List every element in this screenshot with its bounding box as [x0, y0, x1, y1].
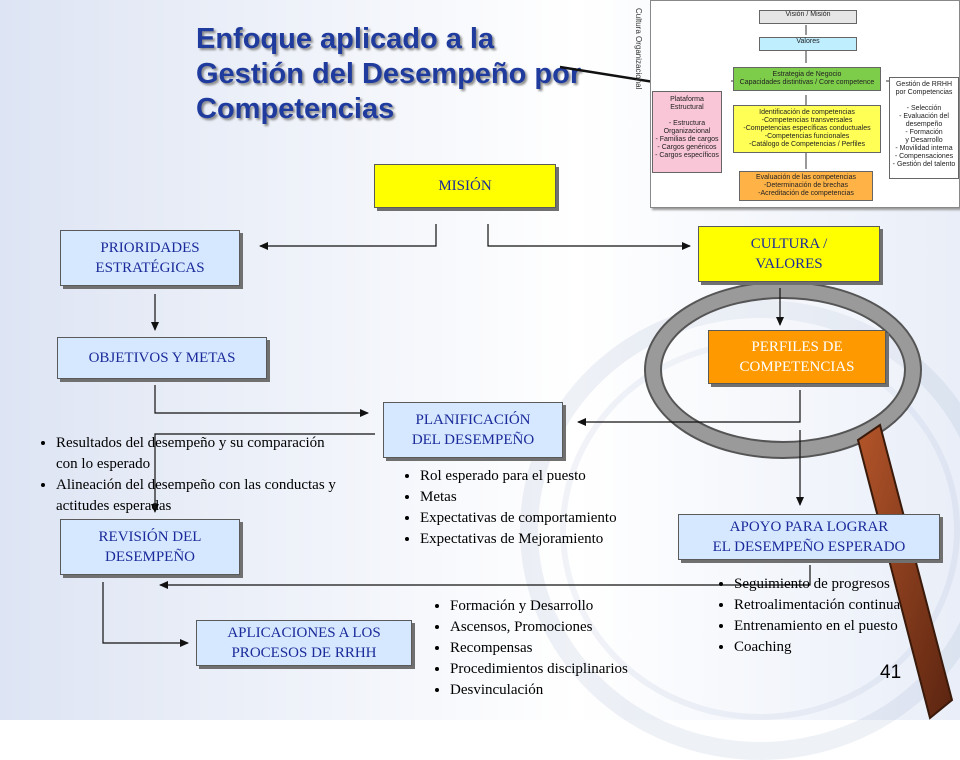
inset-diagram: Visión / Misión Valores Estrategia de Ne…	[650, 0, 960, 208]
apoyo-bullets: Seguimiento de progresos Retroalimentaci…	[718, 574, 960, 658]
inset-label: - Cargos genéricos	[657, 144, 717, 151]
perfiles-box: PERFILES DE COMPETENCIAS	[708, 330, 886, 384]
planificacion-bullets: Rol esperado para el puesto Metas Expect…	[404, 466, 700, 550]
box-label: PLANIFICACIÓN	[415, 412, 531, 428]
inset-label: - Cargos específicos	[655, 152, 719, 159]
inset-evaluacion-box: Evaluación de las competencias -Determin…	[739, 171, 873, 201]
inset-label: - Estructura	[668, 120, 706, 127]
box-label: ESTRATÉGICAS	[95, 260, 205, 276]
box-label: MISIÓN	[438, 178, 492, 194]
list-item: Ascensos, Promociones	[450, 617, 710, 638]
list-item: Expectativas de comportamiento	[420, 508, 700, 529]
revision-bullets: Resultados del desempeño y su comparació…	[40, 433, 346, 517]
inset-plataforma-box: Plataforma Estructural - Estructura Orga…	[652, 91, 722, 173]
inset-estrategia-box: Estrategia de Negocio Capacidades distin…	[733, 67, 881, 91]
inset-label: Gestión de RRHH	[895, 81, 953, 88]
list-item: Seguimiento de progresos	[734, 574, 960, 595]
box-label: DESEMPEÑO	[104, 549, 195, 565]
inset-label: desempeño	[905, 121, 943, 128]
title-line-1: Enfoque aplicado a la	[196, 23, 495, 55]
box-label: REVISIÓN DEL	[98, 529, 202, 545]
inset-label	[653, 112, 721, 120]
inset-valores-box: Valores	[759, 37, 857, 51]
inset-label: - Familias de cargos	[655, 136, 719, 143]
inset-label: por Competencias	[895, 89, 953, 96]
inset-label: - Evaluación del	[899, 113, 949, 120]
inset-label: Capacidades distintivas / Core competenc…	[739, 79, 875, 86]
box-label: APLICACIONES A LOS	[227, 625, 381, 641]
inset-label: -Determinación de brechas	[763, 182, 849, 189]
inset-label: -Catálogo de Competencias / Perfiles	[749, 141, 865, 148]
inset-identificacion-box: Identificación de competencias -Competen…	[733, 105, 881, 153]
aplicaciones-box: APLICACIONES A LOS PROCESOS DE RRHH	[196, 620, 412, 666]
list-item: Rol esperado para el puesto	[420, 466, 700, 487]
list-item: Alineación del desempeño con las conduct…	[56, 475, 346, 517]
prioridades-box: PRIORIDADES ESTRATÉGICAS	[60, 230, 240, 286]
inset-gestion-box: Gestión de RRHH por Competencias - Selec…	[889, 77, 959, 179]
aplicaciones-bullets: Formación y Desarrollo Ascensos, Promoci…	[434, 596, 710, 701]
box-label: PERFILES DE	[751, 339, 843, 355]
inset-label: -Competencias transversales	[761, 117, 853, 124]
box-label: COMPETENCIAS	[739, 359, 855, 375]
inset-label: -Acreditación de competencias	[758, 190, 854, 197]
list-item: Formación y Desarrollo	[450, 596, 710, 617]
inset-vertical-label: Cultura Organizacional	[634, 8, 643, 90]
list-item: Resultados del desempeño y su comparació…	[56, 433, 346, 475]
box-label: VALORES	[755, 256, 823, 272]
inset-label: Valores	[796, 38, 820, 45]
inset-label: Visión / Misión	[785, 11, 831, 18]
objetivos-box: OBJETIVOS Y METAS	[57, 337, 267, 379]
inset-label: - Selección	[906, 105, 942, 112]
list-item: Desvinculación	[450, 680, 710, 701]
inset-label: -Competencias específicas conductuales	[743, 125, 871, 132]
inset-label: - Compensaciones	[894, 153, 954, 160]
box-label: PRIORIDADES	[100, 240, 200, 256]
mision-box: MISIÓN	[374, 164, 556, 208]
inset-label: - Gestión del talento	[892, 161, 956, 168]
inset-label: -Competencias funcionales	[764, 133, 850, 140]
revision-box: REVISIÓN DEL DESEMPEÑO	[60, 519, 240, 575]
list-item: Recompensas	[450, 638, 710, 659]
list-item: Retroalimentación continua	[734, 595, 960, 616]
inset-label: Estrategia de Negocio	[772, 71, 842, 78]
cultura-box: CULTURA / VALORES	[698, 226, 880, 282]
inset-label: Identificación de competencias	[759, 109, 855, 116]
list-item: Expectativas de Mejoramiento	[420, 529, 700, 550]
inset-label	[890, 97, 958, 105]
list-item: Metas	[420, 487, 700, 508]
inset-label: Organizacional	[663, 128, 711, 135]
apoyo-box: APOYO PARA LOGRAR EL DESEMPEÑO ESPERADO	[678, 514, 940, 560]
list-item: Coaching	[734, 637, 960, 658]
inset-vision-box: Visión / Misión	[759, 10, 857, 24]
box-label: CULTURA /	[750, 236, 828, 252]
page-number: 41	[880, 662, 902, 683]
box-label: APOYO PARA LOGRAR	[729, 519, 889, 535]
inset-label: - Movilidad interna	[895, 145, 953, 152]
title-line-2: Gestión del Desempeño por	[196, 58, 582, 90]
box-label: EL DESEMPEÑO ESPERADO	[712, 539, 906, 555]
inset-label: - Formación	[905, 129, 943, 136]
list-item: Entrenamiento en el puesto	[734, 616, 960, 637]
inset-label: Estructural	[670, 104, 704, 111]
inset-label: Plataforma	[670, 96, 704, 103]
inset-label: Evaluación de las competencias	[755, 174, 856, 181]
list-item: Procedimientos disciplinarios	[450, 659, 710, 680]
slide-title: Enfoque aplicado a la Gestión del Desemp…	[196, 22, 636, 127]
title-line-3: Competencias	[196, 93, 395, 125]
planificacion-box: PLANIFICACIÓN DEL DESEMPEÑO	[383, 402, 563, 458]
inset-label: y Desarrollo	[905, 137, 943, 144]
box-label: PROCESOS DE RRHH	[231, 645, 377, 661]
box-label: DEL DESEMPEÑO	[411, 432, 535, 448]
box-label: OBJETIVOS Y METAS	[88, 350, 236, 366]
